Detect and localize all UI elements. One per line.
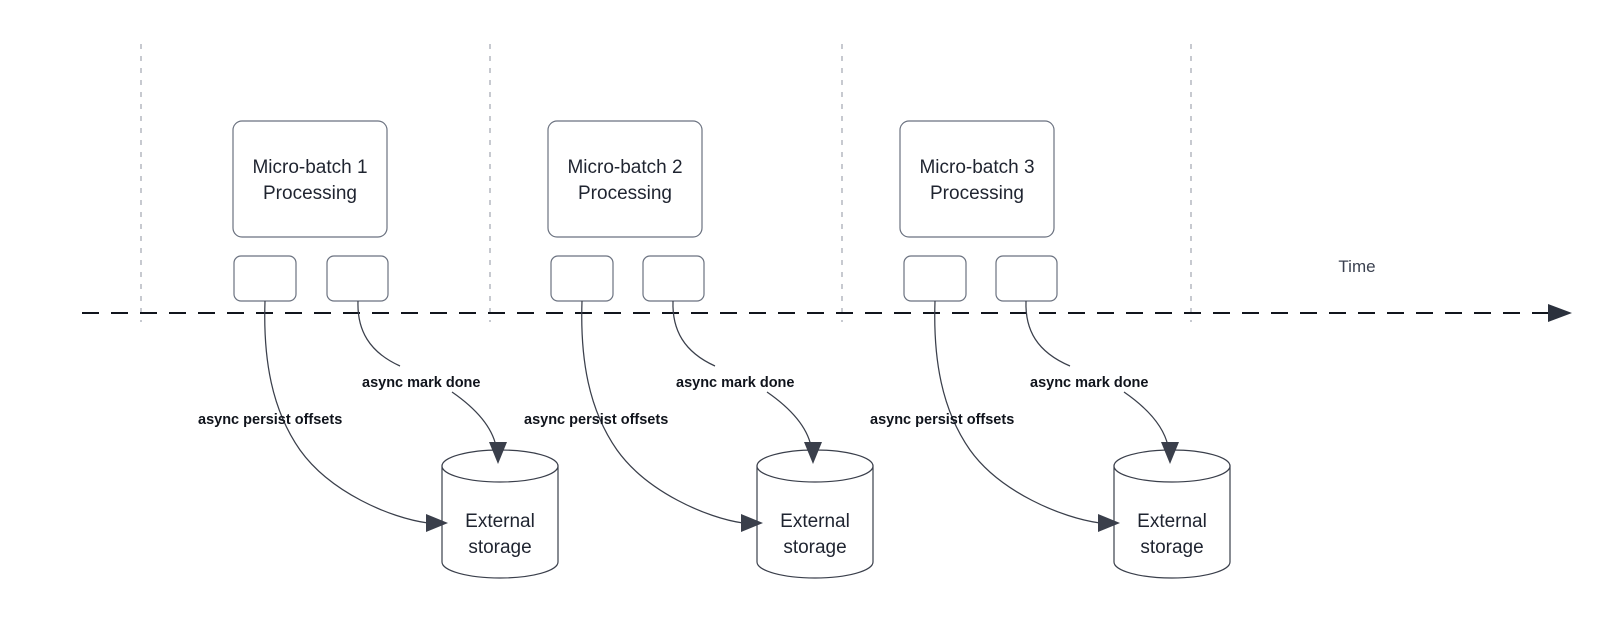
- group-1-mark-done-curve-2: [451, 391, 497, 447]
- group-1-external-storage[interactable]: External storage: [441, 449, 559, 579]
- group-3-cylinder-label-line1: External: [1137, 511, 1207, 532]
- group-2-persist-offsets-curve: [581, 300, 744, 524]
- time-axis-label: Time: [1338, 257, 1375, 276]
- group-1-cylinder-label-line2: storage: [468, 537, 531, 558]
- group-3-persist-offsets-label: async persist offsets: [870, 412, 1014, 428]
- micro-batch-2-label-line1: Micro-batch 2: [567, 157, 682, 178]
- micro-batch-1-box[interactable]: [232, 120, 388, 238]
- micro-batch-3-label-line2: Processing: [930, 183, 1024, 204]
- group-3-cylinder-label-line2: storage: [1140, 537, 1203, 558]
- group-2-mark-done-curve: [672, 300, 716, 367]
- group-3-cylinder-body: [1113, 465, 1231, 579]
- group-1-task-box-left[interactable]: [233, 255, 297, 302]
- group-1-persist-offsets-curve: [264, 300, 429, 524]
- group-1-persist-offsets-arrowhead: [426, 514, 448, 532]
- micro-batch-2-box[interactable]: [547, 120, 703, 238]
- group-2: Micro-batch 2 Processing External storag…: [524, 120, 874, 579]
- group-2-mark-done-curve-2: [766, 391, 812, 447]
- micro-batch-1-label-line2: Processing: [263, 183, 357, 204]
- group-3-external-storage[interactable]: External storage: [1113, 449, 1231, 579]
- micro-batch-3-label-line1: Micro-batch 3: [919, 157, 1034, 178]
- group-2-task-box-right[interactable]: [642, 255, 705, 302]
- group-2-cylinder-label-line1: External: [780, 511, 850, 532]
- group-2-persist-offsets-arrowhead: [741, 514, 763, 532]
- time-axis: Time: [82, 257, 1572, 322]
- group-3-persist-offsets-arrowhead: [1098, 514, 1120, 532]
- boundary-lines: [140, 44, 1192, 322]
- group-2-cylinder-label-line2: storage: [783, 537, 846, 558]
- time-axis-arrowhead: [1548, 304, 1572, 322]
- group-3-task-box-right[interactable]: [995, 255, 1058, 302]
- group-1-mark-done-arrowhead: [489, 442, 507, 464]
- group-3-mark-done-curve-2: [1123, 391, 1169, 447]
- group-1-mark-done-curve: [357, 300, 401, 367]
- group-1: Micro-batch 1 Processing External storag…: [198, 120, 559, 579]
- group-3: Micro-batch 3 Processing External storag…: [870, 120, 1231, 579]
- group-2-mark-done-label: async mark done: [676, 375, 794, 391]
- micro-batch-2-label-line2: Processing: [578, 183, 672, 204]
- group-2-cylinder-body: [756, 465, 874, 579]
- group-2-mark-done-arrowhead: [804, 442, 822, 464]
- micro-batch-1-label-line1: Micro-batch 1: [252, 157, 367, 178]
- group-1-task-box-right[interactable]: [326, 255, 389, 302]
- group-1-cylinder-body: [441, 465, 559, 579]
- group-3-mark-done-label: async mark done: [1030, 375, 1148, 391]
- group-3-mark-done-arrowhead: [1161, 442, 1179, 464]
- group-2-persist-offsets-label: async persist offsets: [524, 412, 668, 428]
- group-3-persist-offsets-curve: [934, 300, 1101, 524]
- group-1-cylinder-label-line1: External: [465, 511, 535, 532]
- group-1-mark-done-label: async mark done: [362, 375, 480, 391]
- micro-batch-3-box[interactable]: [899, 120, 1055, 238]
- group-2-external-storage[interactable]: External storage: [756, 449, 874, 579]
- group-1-persist-offsets-label: async persist offsets: [198, 412, 342, 428]
- group-2-task-box-left[interactable]: [550, 255, 614, 302]
- group-3-mark-done-curve: [1025, 300, 1071, 367]
- group-3-task-box-left[interactable]: [903, 255, 967, 302]
